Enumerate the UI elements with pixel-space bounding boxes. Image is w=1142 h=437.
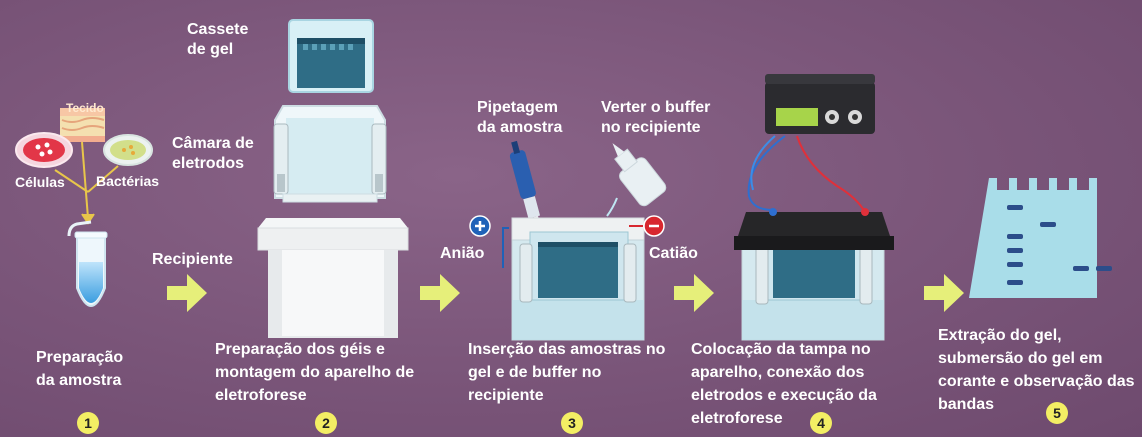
electrode-chamber-icon [273, 105, 387, 203]
negative-electrode-icon [643, 215, 665, 237]
positive-electrode-icon [469, 215, 491, 237]
cells-petri-icon [15, 132, 73, 168]
step-arrow-1 [167, 274, 207, 312]
container-label: Recipiente [152, 251, 233, 268]
power-supply-icon [765, 74, 875, 134]
container-icon [257, 218, 409, 338]
sample-flow-arrows [54, 141, 119, 225]
step-2-caption: Preparação dos géis e montagem do aparel… [215, 341, 415, 404]
step-1-badge: 1 [77, 412, 99, 434]
gel-cassette-label: Cassete de gel [187, 21, 249, 58]
step-2-badge: 2 [315, 412, 337, 434]
step-3-caption: Inserção das amostras no gel e de buffer… [468, 341, 666, 404]
pour-buffer-label: Verter o buffer no recipiente [601, 99, 711, 136]
anion-label: Anião [440, 245, 485, 262]
bacteria-label: Bactérias [96, 173, 160, 189]
bacteria-petri-icon [103, 134, 153, 166]
tissue-label: Tecido [66, 101, 104, 115]
electrode-wires [747, 135, 866, 213]
pipetting-label: Pipetagem da amostra [477, 99, 563, 136]
step-arrow-3 [674, 274, 714, 312]
step-3-badge: 3 [561, 412, 583, 434]
step-5-badge: 5 [1046, 402, 1068, 424]
buffer-bottle-icon [606, 143, 667, 217]
cation-label: Catião [649, 245, 698, 262]
gel-cassette-icon [288, 19, 374, 93]
step-4-badge: 4 [810, 412, 832, 434]
step-arrow-4 [924, 274, 964, 312]
running-apparatus-icon [734, 208, 894, 341]
tube-icon [67, 220, 108, 307]
step-4-caption: Colocação da tampa no aparelho, conexão … [691, 341, 877, 427]
gel-result-icon [969, 178, 1112, 298]
loading-chamber-icon [502, 217, 645, 341]
cells-label: Células [15, 174, 65, 190]
electrode-chamber-label: Câmara de eletrodos [172, 135, 254, 172]
step-arrow-2 [420, 274, 460, 312]
tissue-icon [60, 108, 105, 142]
step-5-caption: Extração do gel, submersão do gel em cor… [938, 327, 1135, 413]
step-1-caption: Preparação da amostra [36, 349, 124, 389]
